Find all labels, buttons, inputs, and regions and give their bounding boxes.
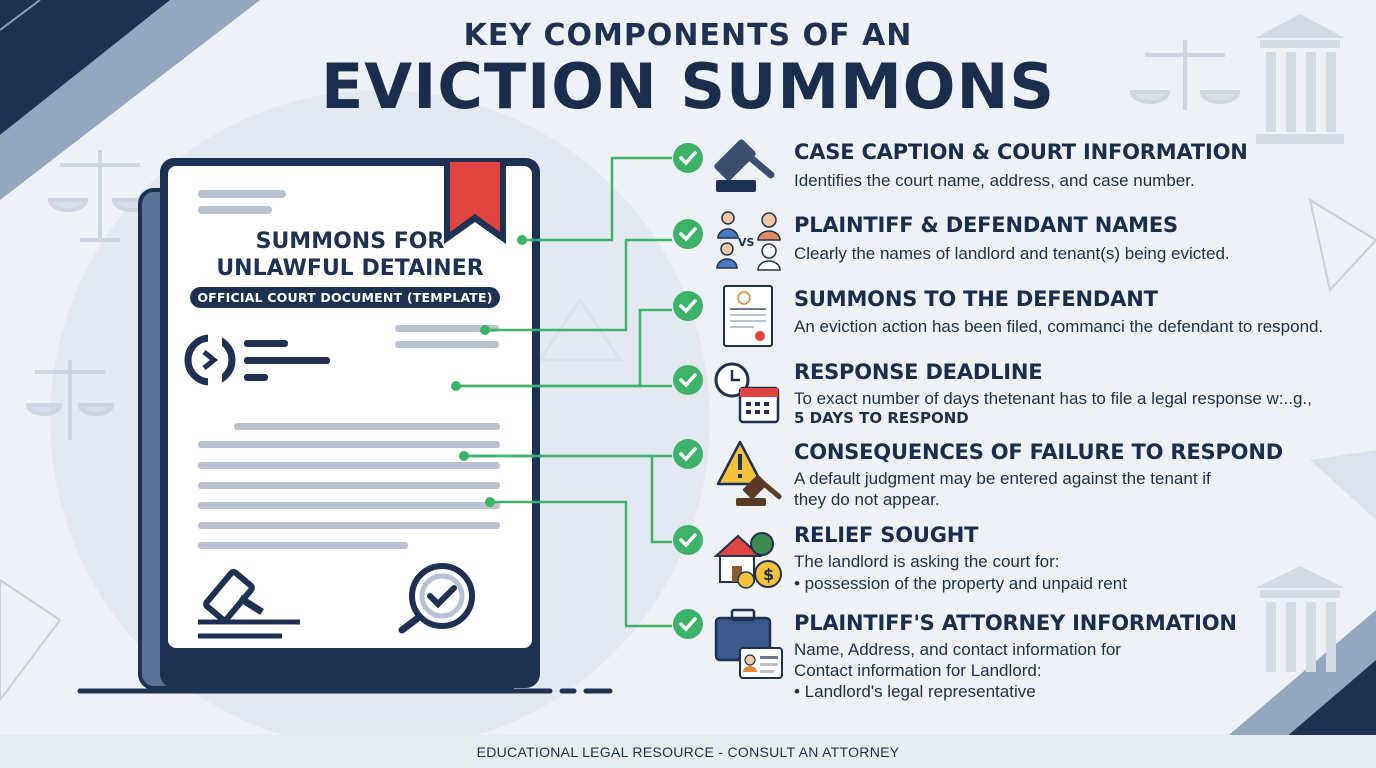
briefcase-id-card-icon — [714, 608, 783, 679]
item-title-case-caption: CASE CAPTION & COURT INFORMATION — [794, 140, 1248, 164]
svg-text:$: $ — [763, 565, 774, 584]
clock-calendar-icon — [714, 362, 780, 424]
item-desc-attorney-line2: Contact information for Landlord: — [794, 661, 1042, 680]
item-desc-summons: An eviction action has been filed, comma… — [794, 317, 1324, 336]
plaintiff-vs-defendant-icon — [716, 211, 781, 271]
item-title-response-deadline: RESPONSE DEADLINE — [794, 360, 1043, 384]
item-desc-relief-line2: • possession of the property and unpaid … — [794, 574, 1127, 593]
item-desc-case-caption: Identifies the court name, address, and … — [794, 171, 1195, 190]
courthouse-decor-icon — [1255, 14, 1345, 672]
item-desc-response-deadline-highlight: 5 DAYS TO RESPOND — [794, 409, 969, 427]
item-desc-response-deadline: To exact number of days thetenant has to… — [794, 389, 1312, 408]
check-icon — [673, 609, 703, 639]
title-top: KEY COMPONENTS OF AN — [463, 18, 913, 53]
item-title-consequences: CONSEQUENCES OF FAILURE TO RESPOND — [794, 440, 1283, 464]
item-desc-attorney-line3: • Landlord's legal representative — [794, 682, 1036, 701]
check-icon — [673, 143, 703, 173]
warning-gavel-icon — [716, 440, 782, 506]
check-icon — [673, 525, 703, 555]
item-desc-party-names: Clearly the names of landlord and tenant… — [794, 244, 1230, 263]
item-desc-consequences-line2: they do not appear. — [794, 490, 940, 509]
check-icon — [673, 439, 703, 469]
document-seal-check-icon — [398, 563, 475, 634]
document-title-line1: SUMMONS FOR — [255, 229, 445, 254]
check-icon — [673, 365, 703, 395]
document-subtitle-badge: OFFICIAL COURT DOCUMENT (TEMPLATE) — [190, 287, 500, 308]
seal-logo-icon — [184, 332, 330, 388]
item-title-attorney-info: PLAINTIFF'S ATTORNEY INFORMATION — [794, 611, 1237, 635]
item-desc-relief-line1: The landlord is asking the court for: — [794, 552, 1060, 571]
summons-document-icon — [723, 285, 773, 347]
item-title-summons: SUMMONS TO THE DEFENDANT — [794, 287, 1158, 311]
gavel-icon — [714, 139, 775, 192]
house-money-icon: $ — [713, 532, 782, 589]
check-icon — [673, 291, 703, 321]
vs-label: VS — [738, 236, 755, 249]
page-title: EVICTION SUMMONS — [320, 50, 1056, 123]
document-gavel-icon — [198, 569, 300, 639]
item-title-relief-sought: RELIEF SOUGHT — [794, 523, 979, 547]
document-title-line2: UNLAWFUL DETAINER — [216, 256, 484, 281]
footer-disclaimer: EDUCATIONAL LEGAL RESOURCE - CONSULT AN … — [476, 744, 900, 760]
bookmark-ribbon-icon — [444, 162, 506, 244]
check-icon — [673, 219, 703, 249]
item-desc-attorney-line1: Name, Address, and contact information f… — [794, 640, 1121, 659]
item-desc-consequences-line1: A default judgment may be entered agains… — [794, 469, 1211, 488]
item-title-party-names: PLAINTIFF & DEFENDANT NAMES — [794, 213, 1178, 237]
